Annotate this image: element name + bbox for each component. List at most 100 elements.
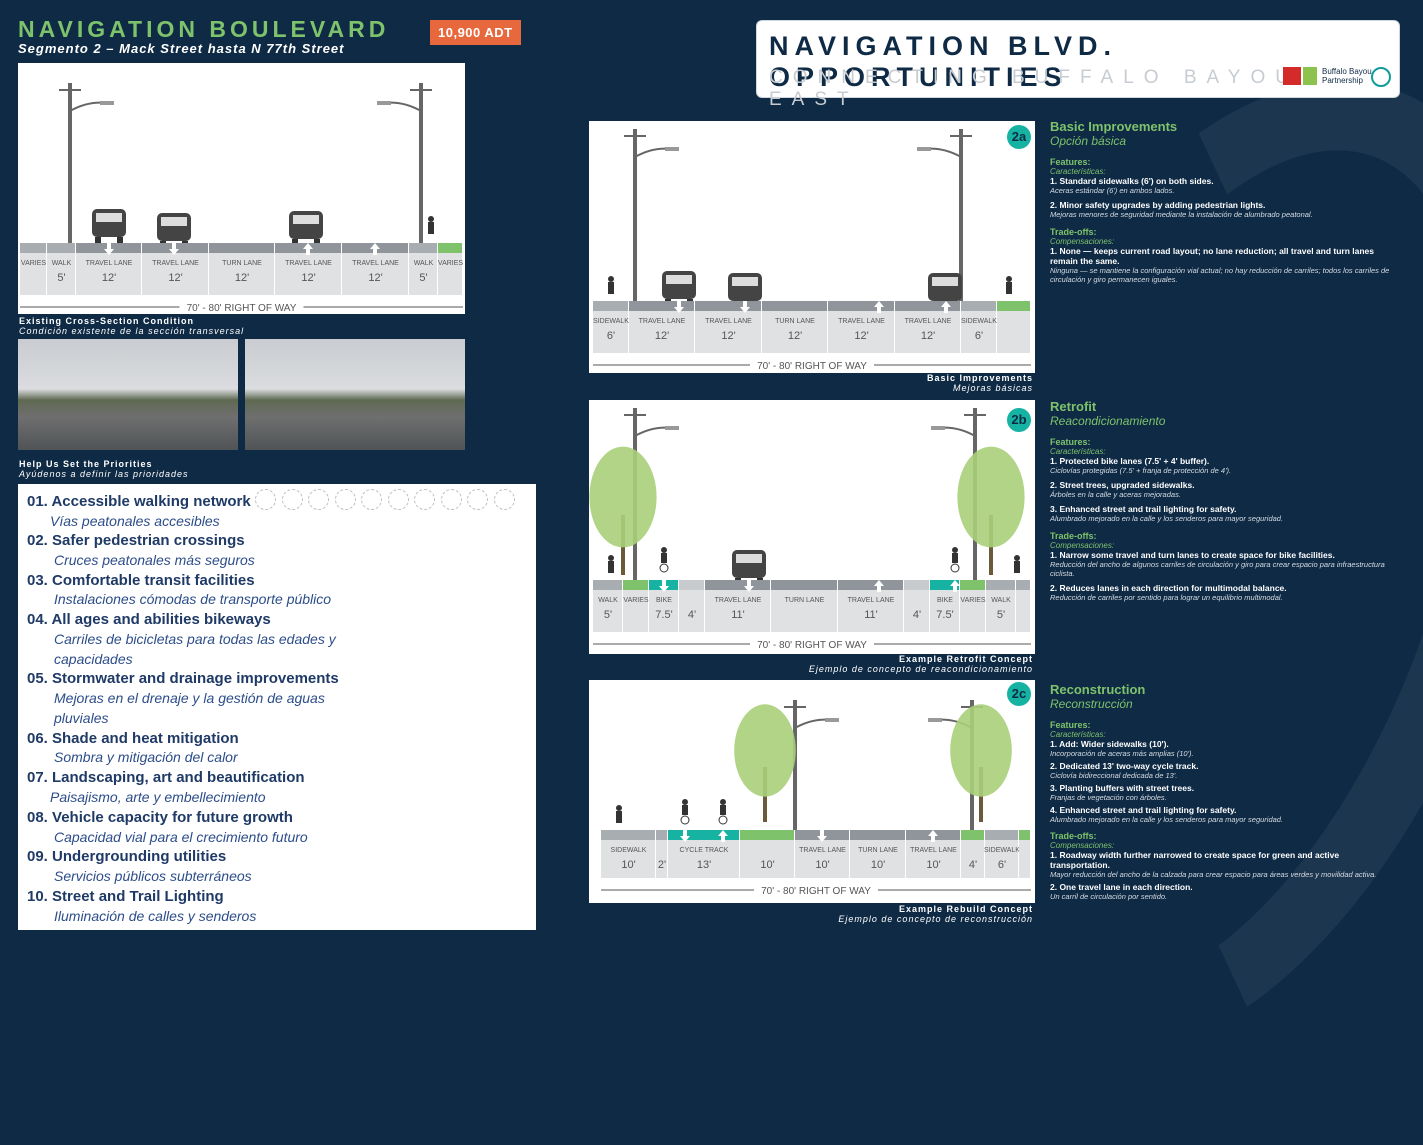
priority-item-es: Sombra y mitigación del calor	[54, 749, 238, 765]
lane-width: 12'	[788, 330, 802, 342]
lane-label: WALK	[52, 260, 72, 267]
lane-label: SIDEWALK	[611, 847, 647, 854]
tradeoffs-label: Trade-offs:	[1050, 227, 1097, 237]
lane-label-cell	[906, 840, 960, 878]
feature-item-es: Árboles en la calle y aceras mejoradas.	[1050, 490, 1181, 499]
lane-label: TRAVEL LANE	[352, 260, 399, 267]
lane-width: 10'	[621, 859, 635, 871]
priority-item[interactable]: 04. All ages and abilities bikeways	[27, 611, 271, 628]
lane-width: 5'	[997, 609, 1005, 621]
tradeoffs-label: Trade-offs:	[1050, 531, 1097, 541]
lane-label-cell	[679, 590, 704, 632]
pole-crossarm	[950, 135, 972, 137]
option-2b-title: Retrofit	[1050, 399, 1097, 414]
priority-item-es: capacidades	[54, 651, 133, 667]
priority-item[interactable]: 05. Stormwater and drainage improvements	[27, 670, 339, 687]
option-2c-title-es: Reconstrucción	[1050, 697, 1133, 711]
vote-dot[interactable]	[467, 489, 488, 510]
priority-item[interactable]: 07. Landscaping, art and beautification	[27, 769, 305, 786]
feature-item-es: Franjas de vegetación con árboles.	[1050, 793, 1167, 802]
pedestrian-head	[428, 216, 434, 222]
lane-width: 10'	[815, 859, 829, 871]
vote-dot[interactable]	[440, 489, 462, 510]
tradeoffs-label-es: Compensaciones:	[1050, 541, 1115, 550]
lane-arrow-down	[674, 301, 684, 313]
priority-item[interactable]: 08. Vehicle capacity for future growth	[27, 809, 293, 826]
pavement-top	[904, 580, 929, 590]
lane-width: 10'	[871, 859, 885, 871]
pavement-top	[695, 301, 761, 311]
cyclist-head	[952, 547, 958, 553]
feature-item: 1. Standard sidewalks (6') on both sides…	[1050, 176, 1214, 186]
vote-dot[interactable]	[361, 489, 382, 510]
tradeoff-item: 2. Reduces lanes in each direction for m…	[1050, 583, 1287, 593]
priority-item[interactable]: 01. Accessible walking network	[27, 493, 251, 510]
pavement-top	[593, 580, 622, 590]
tradeoff-item: 1. None — keeps current road layout; no …	[1050, 246, 1375, 266]
vote-dot[interactable]	[255, 489, 276, 510]
pedestrian-icon	[608, 276, 614, 294]
lane-label-cell	[593, 590, 622, 632]
pedestrian-body	[1014, 561, 1020, 573]
priority-item[interactable]: 09. Undergrounding utilities	[27, 848, 227, 865]
vote-dot[interactable]	[308, 489, 329, 510]
lane-label: TURN LANE	[785, 597, 825, 604]
priority-item[interactable]: 02. Safer pedestrian crossings	[27, 532, 245, 549]
car-windshield	[161, 217, 187, 226]
car-windshield	[736, 554, 762, 563]
priority-item[interactable]: 03. Comfortable transit facilities	[27, 572, 255, 589]
car-wheel	[314, 239, 320, 245]
cyclist-head	[682, 799, 688, 805]
pavement-top	[629, 301, 694, 311]
pedestrian-body	[608, 561, 614, 573]
lane-label-cell	[795, 840, 849, 878]
page-subtitle: Segmento 2 – Mack Street hasta N 77th St…	[18, 41, 345, 56]
feature-item-es: Ciclovías protegidas (7.5' + franja de p…	[1050, 466, 1232, 475]
vote-dot[interactable]	[281, 489, 303, 510]
car-windshield	[96, 213, 122, 222]
lane-label: TRAVEL LANE	[905, 318, 952, 325]
row-label: 70' - 80' RIGHT OF WAY	[757, 361, 867, 372]
lamp-head	[100, 101, 114, 105]
lane-label-cell	[623, 590, 648, 632]
car-windshield	[932, 277, 958, 286]
lane-width: 12'	[721, 330, 735, 342]
lane-width: 4'	[688, 609, 696, 621]
pavement-top	[895, 301, 960, 311]
vote-dot[interactable]	[493, 489, 515, 510]
lane-label-cell	[668, 840, 739, 878]
pole-crossarm	[624, 135, 646, 137]
row-label-bg	[750, 637, 874, 650]
priority-item[interactable]: 10. Street and Trail Lighting	[27, 888, 224, 905]
lane-width: 12'	[921, 330, 935, 342]
priority-item-es: Mejoras en el drenaje y la gestión de ag…	[54, 690, 325, 706]
vote-dot[interactable]	[334, 489, 356, 510]
brand-title: NAVIGATION BLVD. OPPORTUNITIES	[769, 31, 1117, 92]
lane-label-cell	[409, 253, 437, 295]
light-pole	[68, 83, 72, 243]
pavement-top	[20, 243, 46, 253]
lane-label: TRAVEL LANE	[799, 847, 846, 854]
lane-label: WALK	[598, 597, 618, 604]
lane-label-cell	[904, 590, 929, 632]
feature-item: 1. Protected bike lanes (7.5' + 4' buffe…	[1050, 456, 1210, 466]
lane-width: 12'	[235, 272, 249, 284]
priority-item[interactable]: 06. Shade and heat mitigation	[27, 730, 239, 747]
feature-item-es: Alumbrado mejorado en la calle y los sen…	[1050, 514, 1284, 523]
lane-label: TURN LANE	[222, 260, 262, 267]
tree-canopy	[957, 446, 1025, 548]
lane-label-cell	[438, 253, 462, 295]
lane-label-cell	[828, 311, 894, 353]
vote-dot[interactable]	[414, 489, 435, 510]
brand-subtitle: CONNECTING BUFFALO BAYOU EAST	[769, 67, 1299, 110]
lane-width: 12'	[368, 272, 382, 284]
row-label: 70' - 80' RIGHT OF WAY	[187, 303, 297, 314]
light-pole	[633, 129, 637, 301]
car-icon	[92, 209, 126, 243]
vote-dot[interactable]	[387, 489, 409, 510]
option-2a-caption-es: Mejoras básicas	[952, 383, 1033, 393]
cyclist-icon	[659, 547, 669, 573]
feature-item: 2. Dedicated 13' two-way cycle track.	[1050, 761, 1199, 771]
